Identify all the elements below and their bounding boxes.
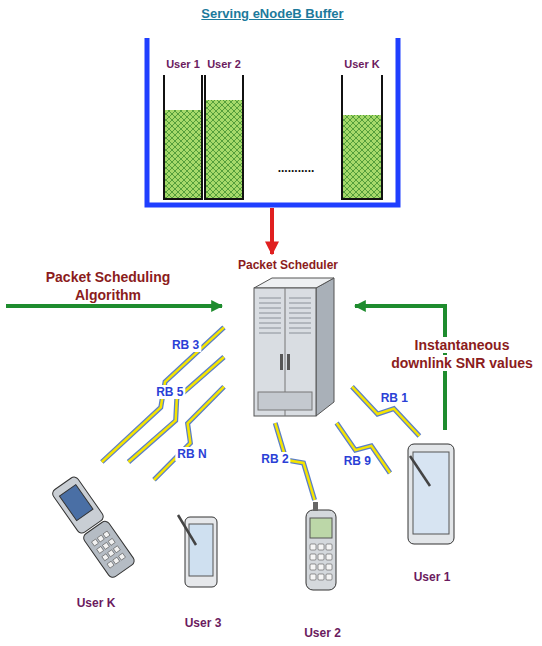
title: Serving eNodeB Buffer <box>201 6 343 21</box>
queue-label: User 2 <box>204 58 244 71</box>
link-label-wrap: RB 1 <box>379 388 410 406</box>
user-label: User 1 <box>390 570 474 584</box>
algorithm-arrow <box>6 304 222 308</box>
link-label-wrap: RB 3 <box>170 335 201 353</box>
queue-label: User 1 <box>163 58 203 71</box>
link-label-wrap: RB 5 <box>154 382 185 400</box>
ellipsis: ........... <box>278 161 315 175</box>
radio-link <box>352 387 419 436</box>
resource-block-label: RB N <box>175 447 208 461</box>
resource-block-label: RB 1 <box>379 391 410 405</box>
title-wrap: Serving eNodeB Buffer <box>140 4 405 22</box>
packet-scheduler: Packet Scheduler <box>224 258 352 423</box>
user-device: User 2 <box>283 500 362 640</box>
server-cabinet <box>224 274 352 423</box>
link-label-wrap: RB 2 <box>259 449 290 467</box>
device-picture <box>390 436 474 566</box>
user-queue: User K <box>341 58 383 200</box>
device-picture <box>283 500 362 622</box>
buffer-to-scheduler-arrow <box>270 208 274 254</box>
label-wrap: Instantaneous downlink SNR values <box>386 336 538 372</box>
resource-block-label: RB 3 <box>170 338 201 352</box>
scheduler-label: Packet Scheduler <box>224 258 352 272</box>
queue-label: User K <box>341 58 383 71</box>
user-label: User 2 <box>283 626 362 640</box>
algorithm-label: Packet Scheduling Algorithm <box>46 269 170 303</box>
label-wrap: ........... <box>256 158 336 177</box>
resource-block-label: RB 2 <box>259 452 290 466</box>
user-label: User K <box>38 596 154 610</box>
resource-block-label: RB 9 <box>342 454 373 468</box>
radio-link <box>128 357 224 462</box>
device-picture <box>38 462 154 592</box>
user-queue: User 1 <box>163 58 203 200</box>
feedback-label: Instantaneous downlink SNR values <box>391 337 533 371</box>
queue-buffer <box>204 75 244 200</box>
link-label-wrap: RB 9 <box>342 451 373 469</box>
radio-link <box>102 327 224 462</box>
user-queue: User 2 <box>204 58 244 200</box>
device-picture <box>166 505 240 612</box>
radio-link <box>154 387 224 480</box>
label-wrap: Packet Scheduling Algorithm <box>16 268 200 304</box>
queue-buffer <box>163 75 203 200</box>
user-device: User 3 <box>166 505 240 630</box>
resource-block-label: RB 5 <box>154 385 185 399</box>
radio-link <box>337 423 390 473</box>
buffer-container <box>147 38 398 205</box>
link-label-wrap: RB N <box>175 444 208 462</box>
queue-buffer <box>341 75 383 200</box>
user-device: User 1 <box>390 436 474 584</box>
user-label: User 3 <box>166 616 240 630</box>
user-device: User K <box>38 462 154 610</box>
